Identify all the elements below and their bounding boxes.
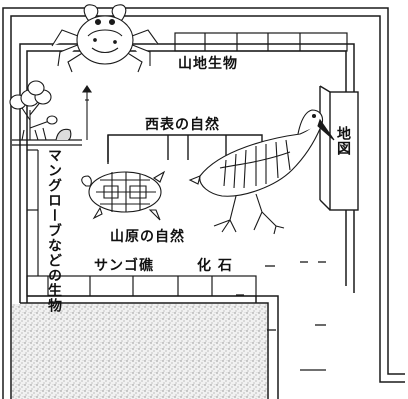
label-fossils: 化 石: [196, 258, 234, 274]
label-mountain-creatures: 山地生物: [177, 56, 239, 72]
label-nishiiriomote-nature: 西表の自然: [144, 117, 221, 133]
display-cabinets-bottom: [26, 275, 257, 297]
label-yambaru-nature: 山原の自然: [109, 229, 186, 245]
rail-bird-icon: [188, 109, 335, 235]
stippled-outdoor-area: [12, 304, 267, 399]
crab-icon: [51, 4, 159, 73]
display-cabinets-left: [27, 149, 39, 276]
display-cabinets-top: [174, 32, 348, 52]
mangrove-plant-icon: [9, 80, 72, 141]
pillar-marker: [81, 85, 93, 140]
mangrove-shelf: [12, 139, 82, 146]
label-mangrove-creatures: マングローブなどの生物: [46, 148, 62, 313]
label-coral-rock: サンゴ礁: [93, 258, 155, 274]
turtle-icon: [81, 170, 166, 221]
label-map: 地図: [335, 126, 351, 156]
